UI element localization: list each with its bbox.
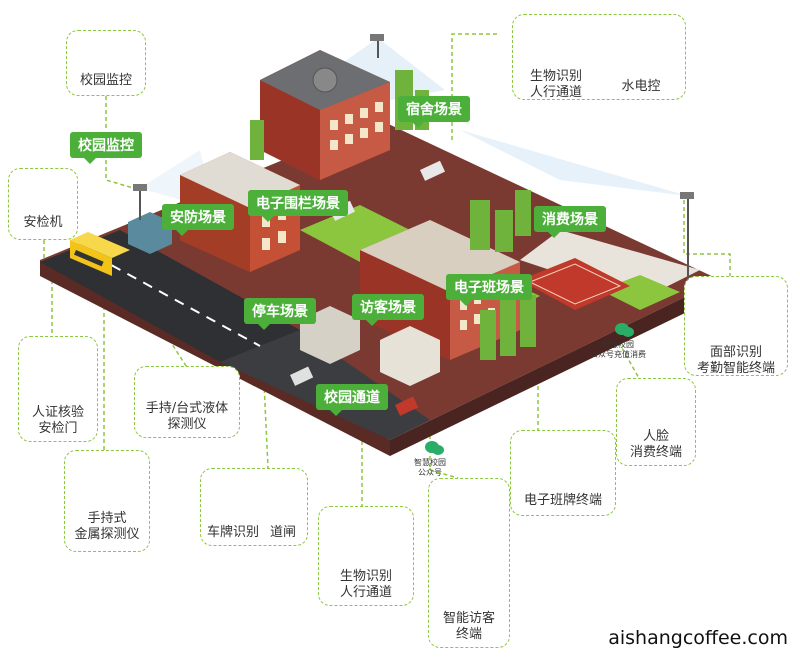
scene-security: 安防场景 — [162, 204, 234, 236]
device-bio-passage-bottom: 生物识别 人行通道 — [318, 506, 414, 606]
scene-consumption: 消费场景 — [534, 206, 606, 238]
scene-dormitory: 宿舍场景 — [398, 96, 470, 128]
scene-campus-monitor: 校园监控 — [70, 132, 142, 164]
wechat-recharge-label: 智慧校园 公众号充值消费 — [590, 340, 646, 359]
device-security-scanner-label: 安检机 — [23, 215, 63, 230]
device-liquid-detector: 手持/台式液体 探测仪 — [134, 366, 240, 438]
wechat-icon — [425, 441, 444, 455]
device-class-terminal-label: 电子班牌终端 — [523, 493, 602, 508]
device-campus-monitor: 校园监控 — [66, 30, 146, 96]
device-face-attendance-label: 面部识别 考勤智能终端 — [696, 345, 775, 376]
device-campus-monitor-label: 校园监控 — [79, 73, 132, 88]
scene-e-class: 电子班场景 — [446, 274, 532, 306]
device-handheld-metal-label: 手持式 金属探测仪 — [74, 511, 140, 542]
device-plate-barrier: 车牌识别 道闸 — [200, 468, 308, 546]
device-visitor-terminal: 智能访客 终端 — [428, 478, 510, 648]
device-bio-passage-top: 生物识别 人行通道 水电控 — [512, 14, 686, 100]
device-liquid-detector-label: 手持/台式液体 探测仪 — [145, 401, 229, 432]
device-barrier-gate-label: 道闸 — [269, 525, 296, 540]
device-bio-passage-top-label: 生物识别 人行通道 — [529, 69, 582, 100]
terminal-time-readout: 17:00 — [724, 291, 748, 300]
device-bio-passage-bottom-label: 生物识别 人行通道 — [339, 569, 392, 600]
device-plate-recognition-label: 车牌识别 — [206, 525, 259, 540]
device-class-terminal: 电子班牌终端 — [510, 430, 616, 516]
scene-campus-passage: 校园通道 — [316, 384, 388, 416]
device-security-scanner: 安检机 — [8, 168, 78, 240]
device-id-gate-label: 人证核验 安检门 — [31, 405, 84, 436]
wechat-official-label: 智慧校园 公众号 — [414, 458, 446, 477]
device-face-attendance: 17:00 面部识别 考勤智能终端 — [684, 276, 788, 376]
device-face-pay: 人脸 消费终端 — [616, 378, 696, 466]
watermark: aishangcoffee.com — [608, 627, 788, 649]
device-id-gate: 人证核验 安检门 — [18, 336, 98, 442]
device-water-power-label: 水电控 — [621, 79, 661, 94]
wechat-icon — [615, 323, 634, 337]
device-visitor-terminal-label: 智能访客 终端 — [442, 611, 495, 642]
scene-visitor: 访客场景 — [352, 294, 424, 326]
device-face-pay-label: 人脸 消费终端 — [629, 429, 682, 460]
scene-parking: 停车场景 — [244, 298, 316, 330]
device-handheld-metal: 手持式 金属探测仪 — [64, 450, 150, 552]
scene-e-fence: 电子围栏场景 — [248, 190, 348, 222]
